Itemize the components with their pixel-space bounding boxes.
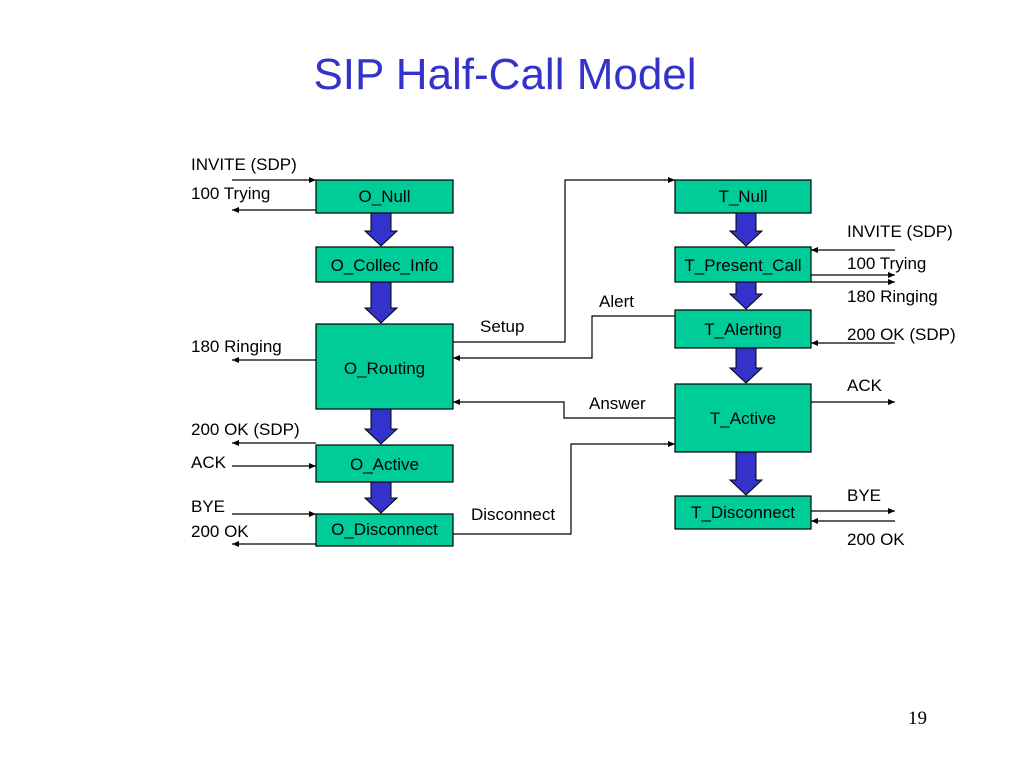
flow-arrow-t-active-to-disconnect [728, 451, 764, 496]
flow-arrow-o-null-to-collec [363, 212, 399, 247]
flow-arrow-o-active-to-disconnect [363, 481, 399, 514]
event-disconnect: Disconnect [471, 505, 555, 524]
svg-text:O_Collec_Info: O_Collec_Info [331, 256, 439, 275]
svg-text:O_Disconnect: O_Disconnect [331, 520, 438, 539]
flow-arrow-t-null-to-present [728, 212, 764, 247]
t-msg-ok-sdp: 200 OK (SDP) [847, 325, 956, 344]
o-msg-trying: 100 Trying [191, 184, 270, 203]
svg-text:T_Disconnect: T_Disconnect [691, 503, 795, 522]
slide-title: SIP Half-Call Model [313, 50, 697, 99]
state-t-active: T_Active [674, 383, 812, 453]
state-o-active: O_Active [315, 444, 454, 483]
t-msg-trying: 100 Trying [847, 254, 926, 273]
svg-text:O_Null: O_Null [359, 187, 411, 206]
state-t-alerting: T_Alerting [674, 309, 812, 349]
t-msg-ack: ACK [847, 376, 883, 395]
flow-arrow-o-routing-to-active [363, 408, 399, 445]
o-msg-bye: BYE [191, 497, 225, 516]
o-msg-ok: 200 OK [191, 522, 249, 541]
connector-alert [453, 315, 675, 361]
connector-setup [453, 177, 675, 343]
svg-text:O_Routing: O_Routing [344, 359, 425, 378]
state-o-collec-info: O_Collec_Info [315, 246, 454, 283]
t-msg-bye: BYE [847, 486, 881, 505]
svg-text:T_Active: T_Active [710, 409, 776, 428]
event-alert: Alert [599, 292, 634, 311]
svg-text:T_Null: T_Null [718, 187, 767, 206]
svg-text:T_Alerting: T_Alerting [704, 320, 781, 339]
event-setup: Setup [480, 317, 524, 336]
event-answer: Answer [589, 394, 646, 413]
o-msg-ack: ACK [191, 453, 227, 472]
state-o-routing: O_Routing [315, 323, 454, 410]
page-number: 19 [908, 708, 927, 729]
connector-answer [453, 399, 675, 419]
t-msg-ok: 200 OK [847, 530, 905, 549]
state-t-disconnect: T_Disconnect [674, 495, 812, 530]
t-msg-ringing: 180 Ringing [847, 287, 938, 306]
state-t-null: T_Null [674, 179, 812, 214]
state-t-present-call: T_Present_Call [674, 246, 812, 283]
flow-arrow-o-collec-to-routing [363, 281, 399, 324]
flow-arrow-t-present-to-alerting [728, 281, 764, 310]
connector-disconnect [453, 441, 675, 535]
svg-text:O_Active: O_Active [350, 455, 419, 474]
svg-text:T_Present_Call: T_Present_Call [684, 256, 801, 275]
o-msg-invite: INVITE (SDP) [191, 155, 297, 174]
state-o-disconnect: O_Disconnect [315, 513, 454, 547]
state-o-null: O_Null [315, 179, 454, 214]
t-msg-invite: INVITE (SDP) [847, 222, 953, 241]
o-msg-ok-sdp: 200 OK (SDP) [191, 420, 300, 439]
o-msg-ringing: 180 Ringing [191, 337, 282, 356]
flow-arrow-t-alerting-to-active [728, 347, 764, 384]
